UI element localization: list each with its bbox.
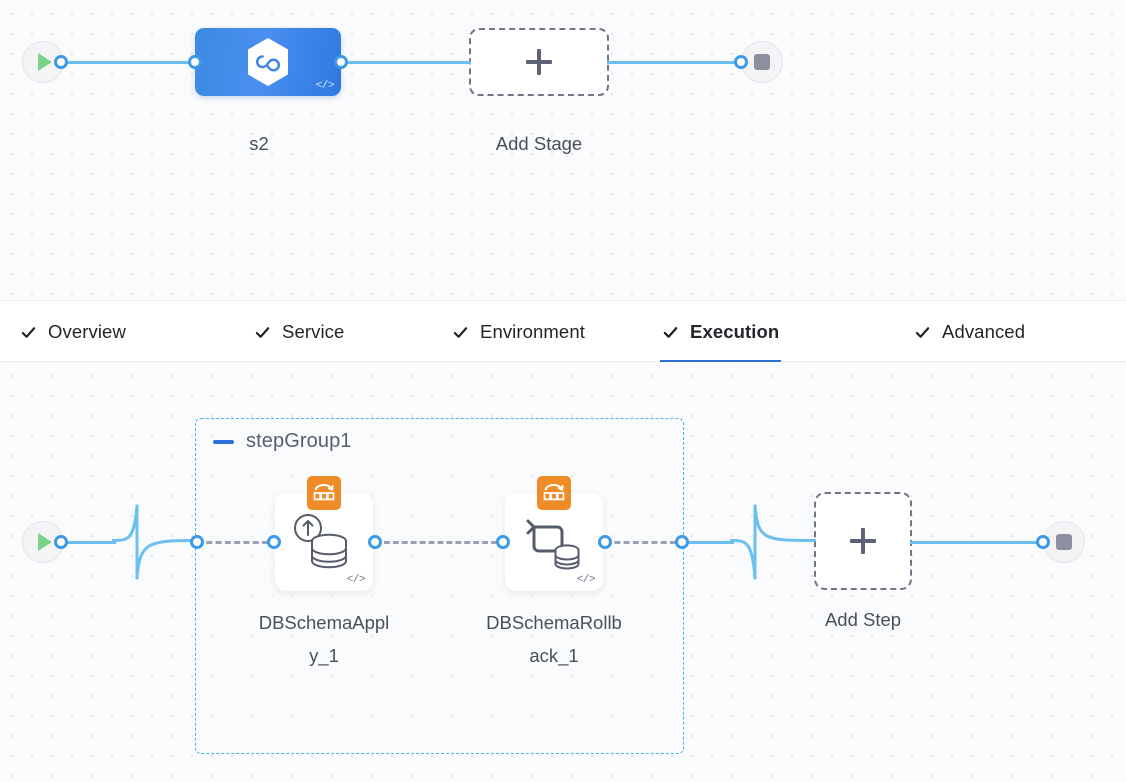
database-rollback-icon <box>526 519 580 570</box>
check-icon <box>915 326 930 338</box>
tab-overview[interactable]: Overview <box>18 301 128 363</box>
step2-in-port[interactable] <box>496 535 510 549</box>
add-stage-button[interactable] <box>469 28 609 96</box>
step-group-entry-connector <box>112 504 192 580</box>
tab-advanced[interactable]: Advanced <box>912 301 1027 363</box>
execution-steps-canvas[interactable]: stepGroup1 <box>0 362 1126 782</box>
code-icon: </> <box>315 80 335 92</box>
check-icon <box>663 326 678 338</box>
stage-start-port[interactable] <box>54 55 68 69</box>
tab-execution[interactable]: Execution <box>660 301 782 363</box>
step-group-exit-connector <box>730 504 816 580</box>
code-icon: </> <box>576 574 596 586</box>
step-link-group-step1 <box>197 540 268 544</box>
step-group-container[interactable] <box>195 418 684 754</box>
tab-service[interactable]: Service <box>252 301 346 363</box>
step-node-dbschemarollback-label: DBSchemaRollb ack_1 <box>486 612 622 666</box>
stage-link-start-s2 <box>61 60 202 64</box>
step-start-port[interactable] <box>54 535 68 549</box>
stage-s2-in-port[interactable] <box>188 55 202 69</box>
tab-environment[interactable]: Environment <box>450 301 587 363</box>
code-icon: </> <box>346 574 366 586</box>
stage-link-add-stop <box>607 60 747 64</box>
step-group-header[interactable]: stepGroup1 <box>213 430 352 453</box>
step-link-step1-step2 <box>375 540 497 544</box>
play-icon <box>38 533 52 551</box>
step-group-title: stepGroup1 <box>246 430 352 452</box>
play-icon <box>38 53 52 71</box>
step-group-in-port[interactable] <box>190 535 204 549</box>
stage-node-s2-label: s2 <box>249 133 269 154</box>
check-icon <box>21 326 36 338</box>
add-stage-label: Add Stage <box>495 133 583 154</box>
hexagon-infinity-icon <box>248 38 288 86</box>
step2-out-port[interactable] <box>598 535 612 549</box>
stop-icon <box>754 54 770 70</box>
check-icon <box>255 326 270 338</box>
step-stop-port[interactable] <box>1036 535 1050 549</box>
step-link-group-exit <box>682 540 734 544</box>
stage-stop-port[interactable] <box>734 55 748 69</box>
step-stop-node[interactable] <box>1043 521 1085 563</box>
step-link-start <box>61 540 116 544</box>
plus-icon <box>526 49 552 75</box>
add-step-label: Add Step <box>824 609 902 630</box>
database-migration-icon <box>537 476 571 510</box>
step-node-dbschemarollback[interactable]: </> <box>505 476 603 591</box>
stage-config-tabs: Overview Service Environment Execution A… <box>0 300 1126 363</box>
tab-advanced-label: Advanced <box>942 321 1026 342</box>
tab-service-label: Service <box>282 321 345 342</box>
tab-execution-label: Execution <box>690 321 780 342</box>
stop-icon <box>1056 534 1072 550</box>
minus-icon[interactable] <box>213 439 234 444</box>
step-link-add-stop <box>910 540 1042 544</box>
step-link-step2-group <box>605 540 676 544</box>
database-migration-icon <box>307 476 341 510</box>
stage-link-s2-add <box>341 60 471 64</box>
step1-in-port[interactable] <box>267 535 281 549</box>
step-node-dbschemaapply-label: DBSchemaAppl y_1 <box>258 612 390 666</box>
stage-canvas[interactable]: </> s2 Add Stage <box>0 0 1126 300</box>
stage-s2-out-port[interactable] <box>334 55 348 69</box>
add-step-button[interactable] <box>814 492 912 590</box>
stage-node-s2[interactable]: </> <box>195 28 341 96</box>
tab-environment-label: Environment <box>480 321 585 342</box>
step1-out-port[interactable] <box>368 535 382 549</box>
check-icon <box>453 326 468 338</box>
plus-icon <box>850 528 876 554</box>
step-node-dbschemaapply[interactable]: </> <box>275 476 373 591</box>
database-up-arrow-icon <box>294 513 347 569</box>
tab-overview-label: Overview <box>48 321 126 342</box>
step-group-out-port[interactable] <box>675 535 689 549</box>
step-start-node[interactable] <box>22 521 64 563</box>
